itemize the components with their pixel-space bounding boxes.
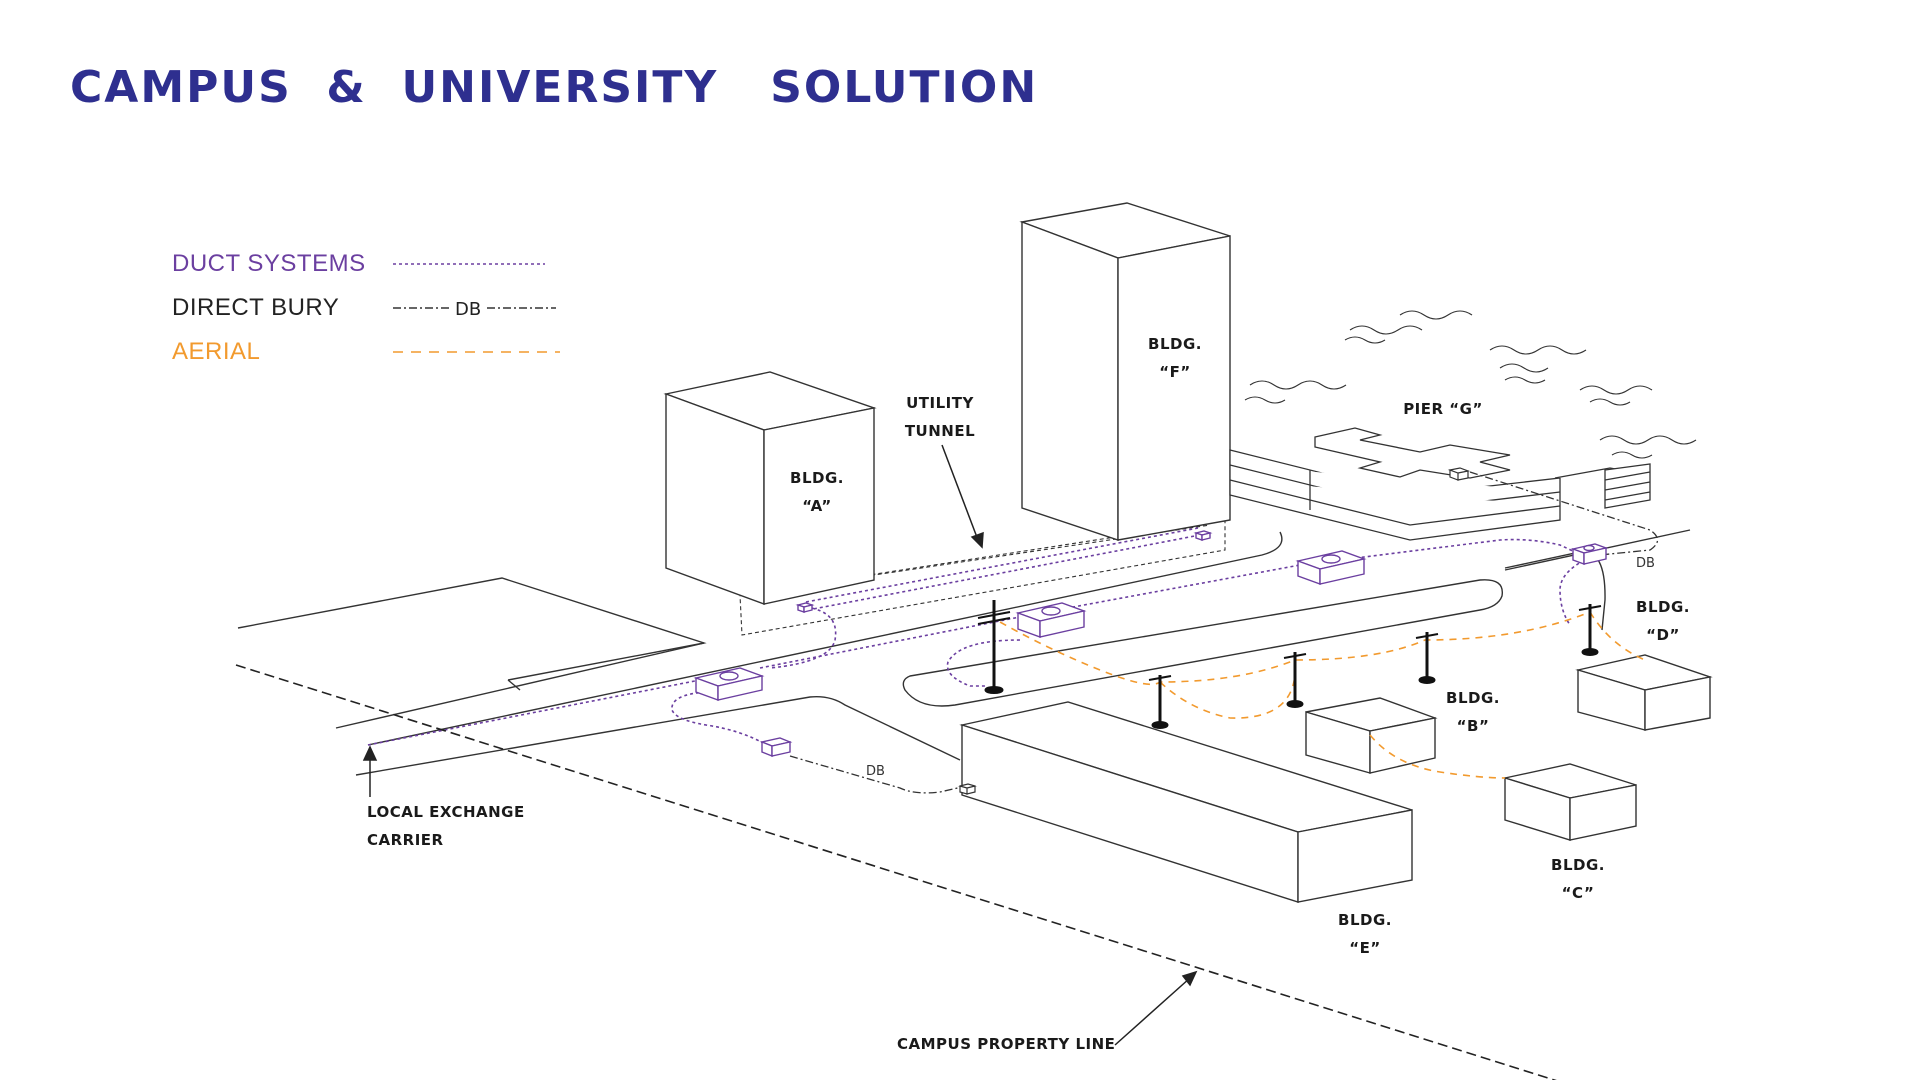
label-bldg-f-2: “F” xyxy=(1159,363,1190,381)
label-bldg-e-1: BLDG. xyxy=(1338,911,1392,929)
duct-median-branch xyxy=(946,639,1021,687)
duct-d-branch xyxy=(1559,554,1596,626)
duct-tunnel xyxy=(807,534,1201,611)
building-f xyxy=(1019,202,1231,541)
aerial-main xyxy=(999,611,1591,686)
label-bldg-c-1: BLDG. xyxy=(1551,856,1605,874)
arrow-tunnel xyxy=(941,444,979,541)
road-lower-edge xyxy=(355,695,961,776)
duct-main-upper xyxy=(759,538,1576,669)
label-bldg-d-2: “D” xyxy=(1646,626,1680,644)
building-b xyxy=(1305,697,1438,774)
vault-4 xyxy=(1570,543,1609,565)
arrow-tunnel-head xyxy=(970,531,984,549)
building-a xyxy=(663,371,877,606)
arrow-property-head xyxy=(1181,970,1198,987)
label-bldg-a-1: BLDG. xyxy=(790,469,844,487)
label-bldg-b-1: BLDG. xyxy=(1446,689,1500,707)
arrow-lec-head xyxy=(362,745,378,761)
label-bldg-b-2: “B” xyxy=(1457,717,1490,735)
pole-3 xyxy=(1283,652,1307,708)
vault-5 xyxy=(759,737,793,758)
duct-a-drop xyxy=(769,606,837,669)
legend-duct-label: DUCT SYSTEMS xyxy=(172,250,366,277)
duct-main-lec xyxy=(367,679,701,746)
legend-aerial-label: AERIAL xyxy=(172,338,261,365)
page-title: CAMPUS & UNIVERSITY SOLUTION xyxy=(70,62,1039,113)
pole-4 xyxy=(1415,632,1439,684)
legend-direct-bury-label: DIRECT BURY xyxy=(172,294,340,321)
label-bldg-f-1: BLDG. xyxy=(1148,335,1202,353)
arrow-property xyxy=(1114,977,1191,1046)
field-left-small xyxy=(507,642,705,681)
road-upper-edge xyxy=(367,531,1283,746)
duct-routes xyxy=(367,527,1596,746)
label-tunnel-2: TUNNEL xyxy=(905,422,975,440)
label-bldg-d-1: BLDG. xyxy=(1636,598,1690,616)
building-d xyxy=(1575,654,1713,731)
pole-2 xyxy=(1148,675,1172,729)
db-lower-route xyxy=(789,755,963,794)
vault-tunnel-f xyxy=(1193,530,1213,541)
water-waves xyxy=(1244,310,1697,459)
label-lec-1: LOCAL EXCHANGE xyxy=(367,803,525,821)
duct-vaults xyxy=(693,530,1609,758)
utility-poles xyxy=(977,600,1602,729)
legend-lines: DB xyxy=(393,263,560,353)
duct-lower-branch xyxy=(671,691,766,745)
pole-1 xyxy=(977,600,1011,694)
diagram-labels: BLDG. “A” BLDG. “F” UTILITY TUNNEL PIER … xyxy=(367,335,1690,1053)
annotation-arrows xyxy=(362,444,1198,1046)
duct-tunnel-2 xyxy=(805,527,1199,603)
vault-3 xyxy=(1295,550,1367,585)
db-pier-route xyxy=(1469,471,1659,556)
pole-5 xyxy=(1578,604,1602,656)
legend-db-marker: DB xyxy=(455,299,481,320)
label-pier-g: PIER “G” xyxy=(1403,400,1483,418)
label-tunnel-1: UTILITY xyxy=(906,394,974,412)
vault-2 xyxy=(1015,602,1087,638)
pier-g xyxy=(1229,427,1651,541)
aerial-b-c xyxy=(1369,734,1506,779)
db-pedestals xyxy=(957,467,1471,795)
aerial-low xyxy=(1159,659,1297,719)
db-marker-lower: DB xyxy=(866,764,885,779)
building-e xyxy=(959,701,1413,903)
label-bldg-a-2: “A” xyxy=(802,497,832,515)
field-left xyxy=(237,577,707,729)
label-bldg-c-2: “C” xyxy=(1562,884,1595,902)
label-property-line: CAMPUS PROPERTY LINE xyxy=(897,1035,1115,1053)
direct-bury-routes xyxy=(789,471,1659,794)
vault-tunnel-a xyxy=(795,602,815,613)
aerial-routes xyxy=(999,611,1646,779)
db-marker-pier: DB xyxy=(1636,556,1655,571)
label-bldg-e-2: “E” xyxy=(1349,939,1380,957)
aerial-d xyxy=(1589,611,1646,661)
building-c xyxy=(1502,763,1637,841)
label-lec-2: CARRIER xyxy=(367,831,444,849)
road-upper-edge-2 xyxy=(507,679,521,691)
vault-1 xyxy=(693,667,765,701)
median-island xyxy=(902,579,1504,707)
